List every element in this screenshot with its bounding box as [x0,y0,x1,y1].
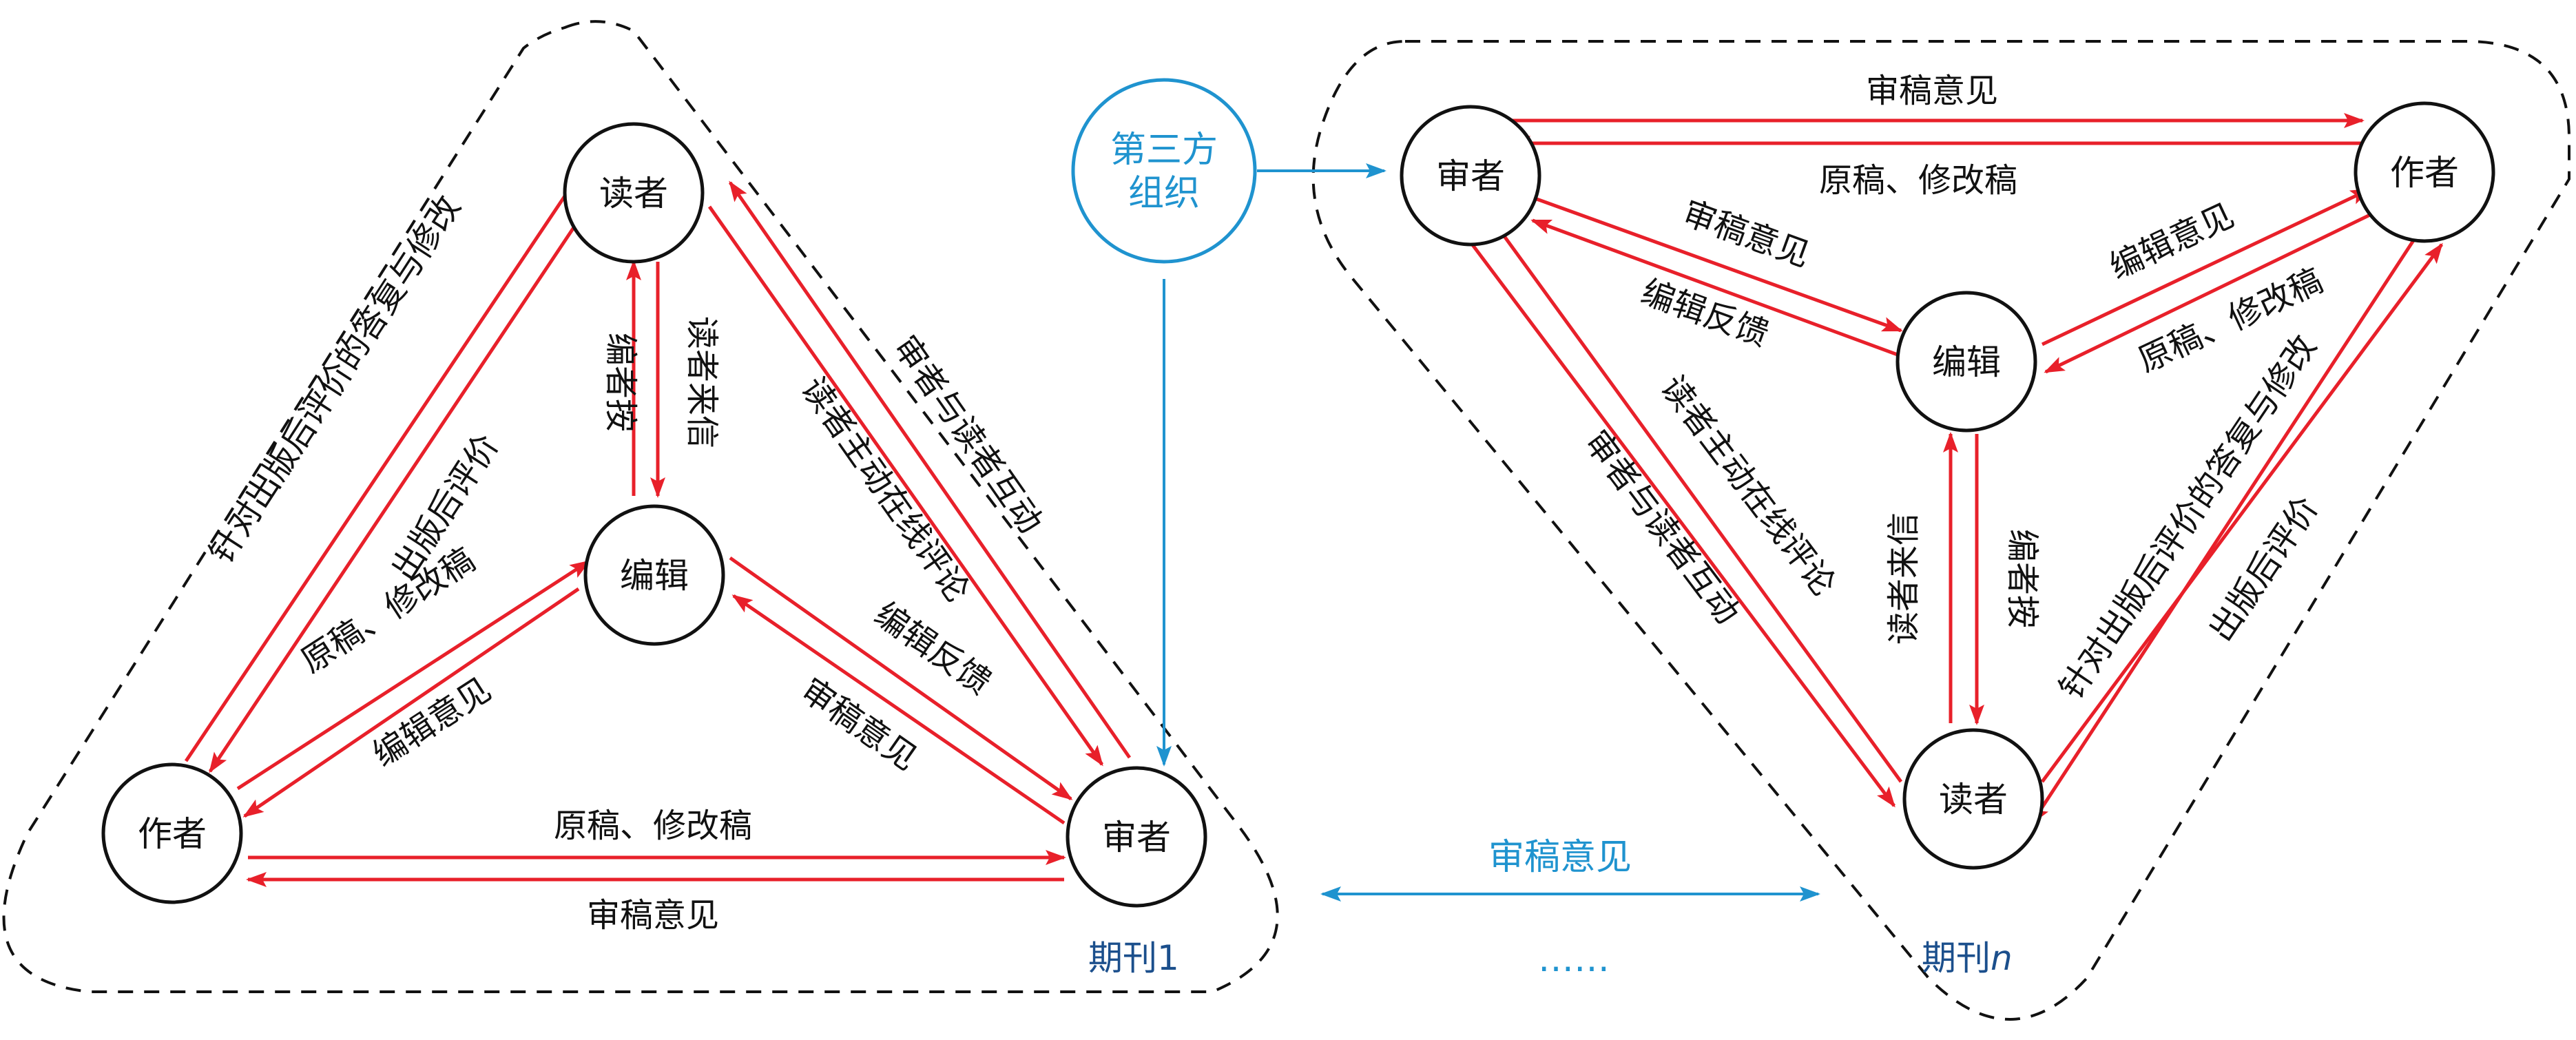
arrow-reader-to-reviewer [707,205,1104,767]
journaln-node-author: 作者 [2354,101,2495,243]
journal1-name: 期刊1 [1088,938,1179,978]
node-label: 编辑 [620,556,689,596]
journaln-node-editor: 编辑 [1895,291,2037,433]
node-label: 审者 [1102,818,1171,857]
journaln-node-reader: 读者 [1902,728,2044,870]
ellipsis-more-journals: …… [1538,939,1610,980]
third-party-links [1156,163,1820,902]
label-review-opinion-n: 审稿意见 [1866,72,1998,110]
arrow-reader-to-author-n [2040,242,2444,783]
third-party-node: 第三方 组织 [1071,78,1257,264]
arrow-reviewer-to-reader-n [1466,236,1895,808]
node-label: 读者 [1939,780,2008,820]
arrow-author-to-reader [184,153,594,762]
label-manuscript-to-reviewer: 原稿、修改稿 [554,807,752,845]
journal1-arrows [184,153,1132,887]
label-cross-journal-review: 审稿意见 [1488,837,1632,878]
arrow-reader-to-reviewer-n [1486,211,1903,783]
label-editor-note-n: 编者按 [2003,529,2042,628]
label-manuscript-n: 原稿、修改稿 [1819,161,2017,200]
label-editor-opinion-n: 编辑意见 [2104,196,2240,287]
journaln-name: 期刊n [1922,938,2013,978]
label-editor-feedback: 编辑反馈 [867,595,997,703]
label-review-opinion: 审稿意见 [793,671,924,778]
arrow-editor-to-author-n [2041,187,2371,346]
label-post-pub-review-n: 出版后评价 [2201,490,2326,648]
arrow-author-to-editor [236,559,591,791]
journaln-node-reviewer: 审者 [1400,105,1541,247]
label-reader-letter: 读者来信 [683,316,721,448]
arrow-author-to-reader-n [2030,233,2420,825]
arrow-reviewer-to-editor-n [1528,194,1903,333]
label-reader-letter-n: 读者来信 [1884,512,1923,645]
journal1-node-reviewer: 审者 [1066,766,1207,908]
third-party-label-line2: 组织 [1128,173,1200,214]
third-party-label-line1: 第三方 [1110,129,1218,171]
node-label: 作者 [2390,153,2459,193]
journaln-arrows [1466,113,2444,825]
arrow-reviewer-to-reader [728,180,1132,759]
label-review-to-author: 审稿意见 [587,896,719,935]
arrow-author-to-editor-n [2044,211,2374,374]
journal1-node-editor: 编辑 [583,504,725,646]
node-label: 读者 [599,174,668,214]
arrow-editor-to-reviewer [729,556,1073,801]
arrow-reader-to-author [208,178,608,773]
node-label: 审者 [1436,156,1505,196]
arrow-editor-to-author [242,587,580,818]
label-review-opinion-editor-n: 审稿意见 [1678,194,1816,275]
label-editor-note: 编者按 [601,333,640,432]
label-editor-opinion: 编辑意见 [366,670,499,775]
node-label: 作者 [138,814,207,854]
journal1-node-reader: 读者 [563,122,705,264]
node-label: 编辑 [1932,342,2001,382]
journaln-boundary [1311,40,2570,1021]
arrow-editor-to-reviewer-n [1530,218,1898,357]
arrow-reviewer-to-editor [731,594,1066,825]
journal1-node-author: 作者 [101,762,243,904]
